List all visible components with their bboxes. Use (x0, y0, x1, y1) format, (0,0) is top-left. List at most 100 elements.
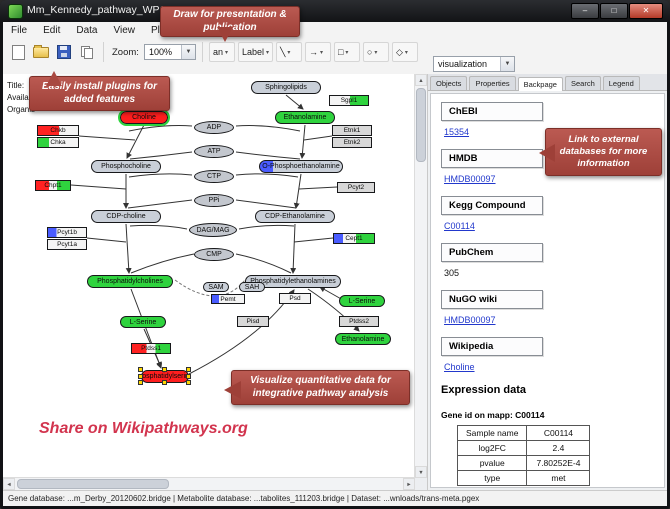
horizontal-scroll-thumb[interactable] (17, 479, 169, 489)
open-file-button[interactable] (31, 43, 51, 61)
scroll-up-icon[interactable]: ▲ (415, 74, 427, 86)
node-o-phosphoethanolamine[interactable]: O-Phosphoethanolamine (259, 160, 343, 173)
chevron-down-icon: ▾ (345, 49, 349, 56)
node-ptdss1[interactable]: Ptdss1 (131, 343, 171, 354)
label-tool-label: Label (241, 47, 264, 57)
bp-value-hmdb[interactable]: HMDB00097 (444, 174, 496, 184)
node-cmp[interactable]: CMP (194, 248, 234, 261)
node-cdp-ethanolamine[interactable]: CDP-Ethanolamine (255, 210, 335, 223)
node-ethanolamine-top[interactable]: Ethanolamine (275, 111, 335, 124)
tab-objects[interactable]: Objects (430, 76, 468, 90)
node-pcyt1a[interactable]: Pcyt1a (47, 239, 87, 250)
shape-tool[interactable]: ◇▾ (391, 42, 418, 62)
scroll-down-icon[interactable]: ▼ (415, 466, 427, 478)
scroll-right-icon[interactable]: ► (403, 478, 415, 490)
selection-handle[interactable] (186, 367, 191, 372)
scroll-left-icon[interactable]: ◄ (3, 478, 15, 490)
maximize-button[interactable]: □ (600, 3, 628, 19)
node-etnk2[interactable]: Etnk2 (332, 137, 372, 148)
selection-handle[interactable] (162, 367, 167, 372)
vertical-scroll-thumb[interactable] (416, 88, 426, 162)
node-sgpl1[interactable]: Sgpl1 (329, 95, 369, 106)
pathway-info-line: Organis (7, 105, 36, 114)
tab-properties[interactable]: Properties (469, 76, 516, 90)
menu-data[interactable]: Data (76, 25, 98, 36)
node-cept1[interactable]: Cept1 (333, 233, 375, 244)
ellipse-tool[interactable]: ○▾ (362, 42, 389, 62)
node-cdp-choline[interactable]: CDP-choline (91, 210, 161, 223)
node-chkb[interactable]: Chkb (37, 125, 79, 136)
tool-buttons: an▾Label▾╲▾→▾□▾○▾◇▾ (208, 42, 418, 62)
chevron-down-icon: ▾ (265, 49, 269, 56)
table-cell: pvalue (456, 455, 528, 471)
chevron-down-icon: ▾ (224, 49, 228, 56)
node-pemt[interactable]: Pemt (211, 294, 245, 304)
node-pisd[interactable]: Pisd (237, 316, 269, 327)
bp-header-pubchem: PubChem (441, 243, 543, 262)
zoom-select[interactable]: 100% ▼ (143, 44, 196, 60)
line-tool[interactable]: ╲▾ (275, 42, 302, 62)
node-chpt1[interactable]: Chpt1 (35, 180, 71, 191)
node-sam[interactable]: SAM (203, 282, 229, 292)
label-tool[interactable]: Label▾ (237, 42, 273, 62)
node-pcyt1b[interactable]: Pcyt1b (47, 227, 87, 238)
node-phosphatidylcholines[interactable]: Phosphatidylcholines (87, 275, 173, 288)
bp-value-wikipedia[interactable]: Choline (444, 362, 475, 372)
selection-handle[interactable] (186, 380, 191, 385)
node-l-serine-right[interactable]: L-Serine (339, 295, 385, 307)
title-bar[interactable]: Mm_Kennedy_pathway_WP1771_45176.gp... – … (0, 0, 670, 22)
new-file-button[interactable] (8, 43, 28, 61)
node-ppi[interactable]: PPi (194, 194, 234, 207)
tab-backpage[interactable]: Backpage (517, 77, 563, 91)
menu-edit[interactable]: Edit (43, 25, 61, 36)
node-atp[interactable]: ATP (194, 145, 234, 158)
arrow-tool[interactable]: →▾ (304, 42, 331, 62)
selection-handle[interactable] (138, 373, 143, 379)
toolbar-separator (201, 42, 203, 62)
rect-tool[interactable]: □▾ (333, 42, 360, 62)
bp-value-kegg-compound[interactable]: C00114 (444, 221, 475, 231)
node-etnk1[interactable]: Etnk1 (332, 125, 372, 136)
status-bar: Gene database: ...m_Derby_20120602.bridg… (3, 490, 667, 506)
minimize-button[interactable]: – (571, 3, 599, 19)
tab-search[interactable]: Search (564, 76, 601, 90)
node-ctp[interactable]: CTP (194, 170, 234, 183)
node-pcyt2[interactable]: Pcyt2 (337, 182, 375, 193)
save-button[interactable] (54, 43, 74, 61)
callout-install-plugins: Easily install plugins for added feature… (29, 71, 170, 111)
vertical-scrollbar[interactable]: ▲ ▼ (414, 74, 427, 478)
selection-handle[interactable] (162, 380, 167, 385)
bp-value-nugo-wiki[interactable]: HMDB00097 (444, 315, 496, 325)
node-adp[interactable]: ADP (194, 121, 234, 134)
horizontal-scrollbar[interactable]: ◄ ► (3, 477, 415, 490)
selection-handle[interactable] (138, 380, 143, 385)
gene-id-line: Gene id on mapp: C00114 (441, 410, 545, 420)
datanode-tool[interactable]: an▾ (208, 42, 235, 62)
node-phosphocholine[interactable]: Phosphocholine (91, 160, 161, 173)
visualization-select[interactable]: visualization ▼ (433, 56, 515, 72)
close-button[interactable]: ✕ (629, 3, 663, 19)
node-sah[interactable]: SAH (239, 282, 265, 292)
tab-legend[interactable]: Legend (602, 76, 640, 90)
node-ethanolamine-bottom[interactable]: Ethanolamine (335, 333, 391, 345)
menu-view[interactable]: View (113, 25, 135, 36)
new-file-icon (11, 44, 25, 60)
node-chka[interactable]: Chka (37, 137, 79, 148)
node-l-serine-left[interactable]: L-Serine (120, 316, 166, 328)
node-sphingolipids[interactable]: Sphingolipids (251, 81, 321, 94)
table-cell: log2FC (456, 440, 528, 456)
copy-button[interactable] (77, 43, 97, 61)
node-dag-mag[interactable]: DAG/MAG (189, 223, 237, 237)
node-psd[interactable]: Psd (279, 293, 311, 304)
selection-handle[interactable] (138, 367, 143, 372)
bp-value-chebi[interactable]: 15354 (444, 127, 470, 137)
node-phosphatidylethanolamines[interactable]: Phosphatidylethanolamines (245, 275, 341, 288)
selection-handle[interactable] (186, 373, 191, 379)
node-ptdss2[interactable]: Ptdss2 (339, 316, 379, 327)
node-choline[interactable]: Choline (118, 109, 170, 126)
menu-file[interactable]: File (11, 25, 28, 36)
